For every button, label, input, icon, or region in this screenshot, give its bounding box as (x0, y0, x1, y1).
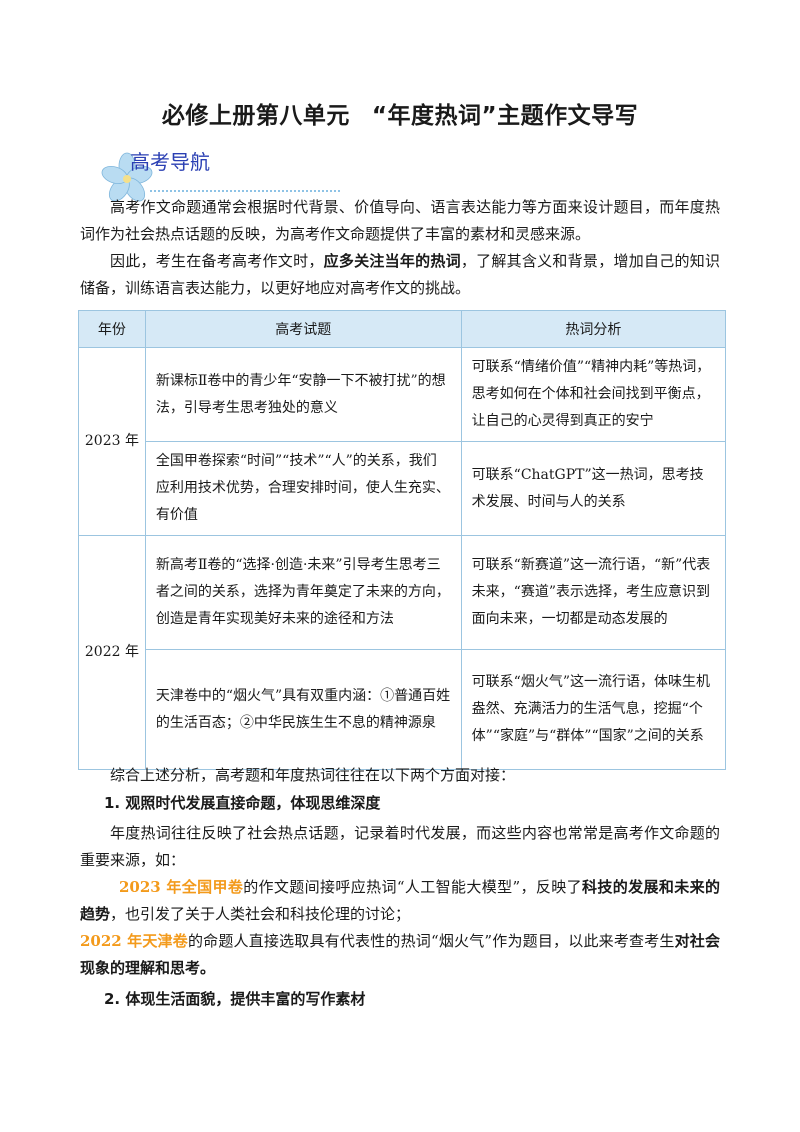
summary-paragraph: 综合上述分析，高考题和年度热词往往在以下两个方面对接： (110, 766, 516, 784)
decorative-divider (150, 190, 340, 192)
analysis-cell: 可联系“新赛道”这一流行语，“新”代表未来，“赛道”表示选择，考生应意识到面向未… (460, 535, 727, 650)
table-row: 2023 年 新课标Ⅱ卷中的青少年“安静一下不被打扰”的想法，引导考生思考独处的… (78, 347, 727, 536)
header-year: 年份 (78, 310, 146, 348)
hotword-table: 年份 高考试题 热词分析 2023 年 新课标Ⅱ卷中的青少年“安静一下不被打扰”… (78, 310, 727, 770)
year-cell: 2022 年 (78, 535, 146, 770)
table-row: 2022 年 新高考Ⅱ卷的“选择·创造·未来”引导考生思考三者之间的关系，选择为… (78, 535, 727, 770)
paragraph-text: ，也引发了关于人类社会和科技伦理的讨论； (110, 905, 411, 923)
paragraph-text: 的命题人直接选取具有代表性的热词“烟火气”作为题目，以此来考查考生 (187, 932, 675, 950)
header-question: 高考试题 (144, 310, 462, 348)
paragraph-5: 2022 年天津卷的命题人直接选取具有代表性的热词“烟火气”作为题目，以此来考查… (80, 928, 720, 982)
analysis-cell: 可联系“情绪价值”“精神内耗”等热词，思考如何在个体和社会间找到平衡点，让自己的… (460, 347, 727, 442)
intro-paragraph-2: 因此，考生在备考高考作文时，应多关注当年的热词，了解其含义和背景，增加自己的知识… (80, 248, 720, 302)
analysis-cell: 可联系“ChatGPT”这一热词，思考技术发展、时间与人的关系 (460, 441, 727, 536)
title-part1: 必修上册第八单元 (161, 103, 350, 129)
table-row: 全国甲卷探索“时间”“技术”“人”的关系，我们应利用技术优势，合理安排时间，使人… (79, 441, 727, 536)
table-row: 天津卷中的“烟火气”具有双重内涵：①普通百姓的生活百态；②中华民族生生不息的精神… (79, 649, 727, 770)
title-part2: “年度热词”主题作文导写 (371, 103, 639, 129)
subheading-1: 1. 观照时代发展直接命题，体现思维深度 (104, 794, 381, 812)
question-cell: 新高考Ⅱ卷的“选择·创造·未来”引导考生思考三者之间的关系，选择为青年奠定了未来… (144, 535, 462, 650)
question-cell: 天津卷中的“烟火气”具有双重内涵：①普通百姓的生活百态；②中华民族生生不息的精神… (144, 649, 462, 770)
question-cell: 新课标Ⅱ卷中的青少年“安静一下不被打扰”的想法，引导考生思考独处的意义 (144, 347, 462, 442)
intro-text: 因此，考生在备考高考作文时， (110, 252, 324, 270)
analysis-cell: 可联系“烟火气”这一流行语，体味生机盎然、充满活力的生活气息，挖掘“个体”“家庭… (460, 649, 727, 770)
paragraph-emphasis: 科技的发展和未来的趋势 (80, 878, 720, 923)
intro-emphasis: 应多关注当年的热词 (323, 252, 461, 270)
paragraph-emphasis: 对社会现象的理解和思考。 (80, 932, 720, 977)
subheading-2: 2. 体现生活面貌，提供丰富的写作素材 (104, 990, 366, 1008)
exam-reference: 2022 年天津卷 (80, 932, 188, 950)
intro-text: ，了解其含义和背景，增加自己的知识储备，训练语言表达能力，以更好地应对高考作文的… (80, 252, 720, 297)
intro-paragraph-1: 高考作文命题通常会根据时代背景、价值导向、语言表达能力等方面来设计题目，而年度热… (80, 198, 720, 243)
paragraph-4: 2023 年全国甲卷的作文题间接呼应热词“人工智能大模型”，反映了科技的发展和未… (80, 874, 720, 928)
table-header-row: 年份 高考试题 热词分析 (78, 310, 727, 348)
exam-reference: 2023 年全国甲卷 (119, 878, 244, 896)
section-label: 高考导航 (130, 150, 210, 174)
year-cell: 2023 年 (78, 347, 146, 536)
paragraph-text: 的作文题间接呼应热词“人工智能大模型”，反映了 (243, 878, 583, 896)
header-analysis: 热词分析 (460, 310, 727, 348)
paragraph-3: 年度热词往往反映了社会热点话题，记录着时代发展，而这些内容也常常是高考作文命题的… (80, 824, 720, 869)
question-cell: 全国甲卷探索“时间”“技术”“人”的关系，我们应利用技术优势，合理安排时间，使人… (144, 441, 462, 536)
page-title: 必修上册第八单元 “年度热词”主题作文导写 (0, 96, 800, 130)
flower-icon (101, 152, 153, 202)
